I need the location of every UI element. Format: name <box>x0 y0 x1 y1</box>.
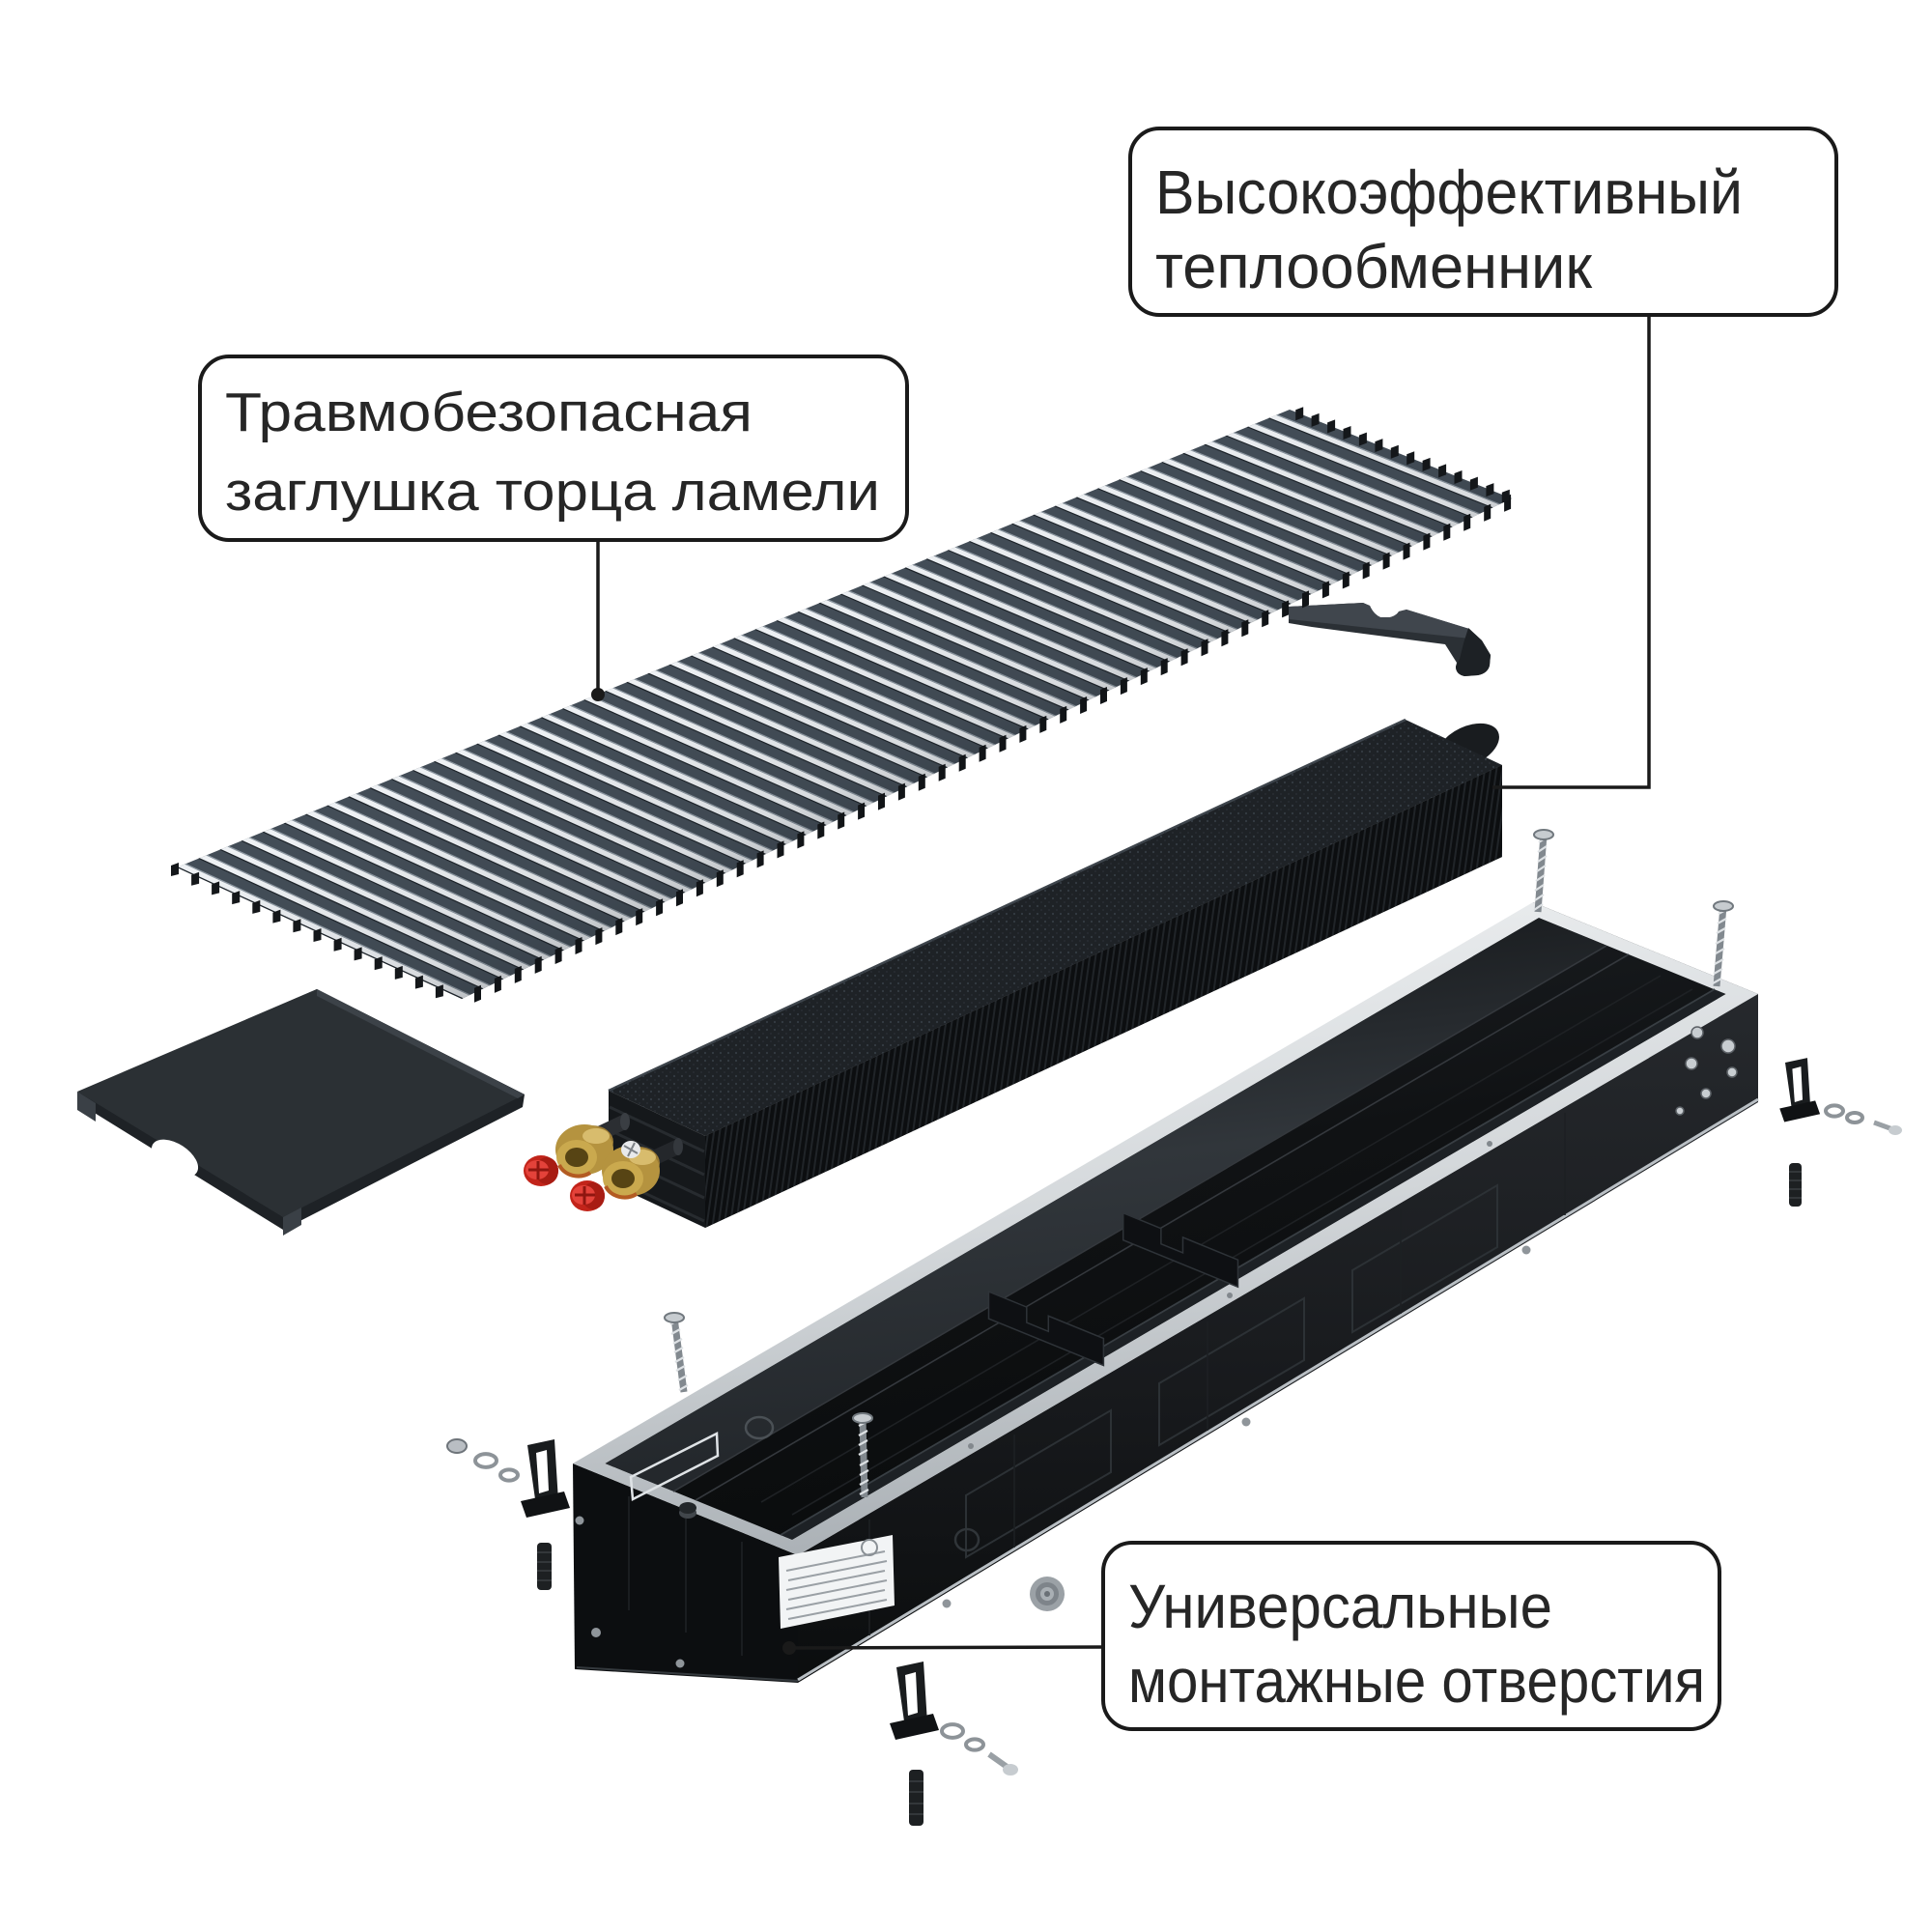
svg-text:Высокоэффективный: Высокоэффективный <box>1155 157 1743 227</box>
svg-text:заглушка торца ламели: заглушка торца ламели <box>225 461 880 523</box>
svg-text:монтажные отверстия: монтажные отверстия <box>1128 1646 1705 1716</box>
svg-text:Травмобезопасная: Травмобезопасная <box>225 382 753 443</box>
svg-text:Универсальные: Универсальные <box>1128 1572 1552 1641</box>
svg-text:теплообменник: теплообменник <box>1155 232 1593 301</box>
